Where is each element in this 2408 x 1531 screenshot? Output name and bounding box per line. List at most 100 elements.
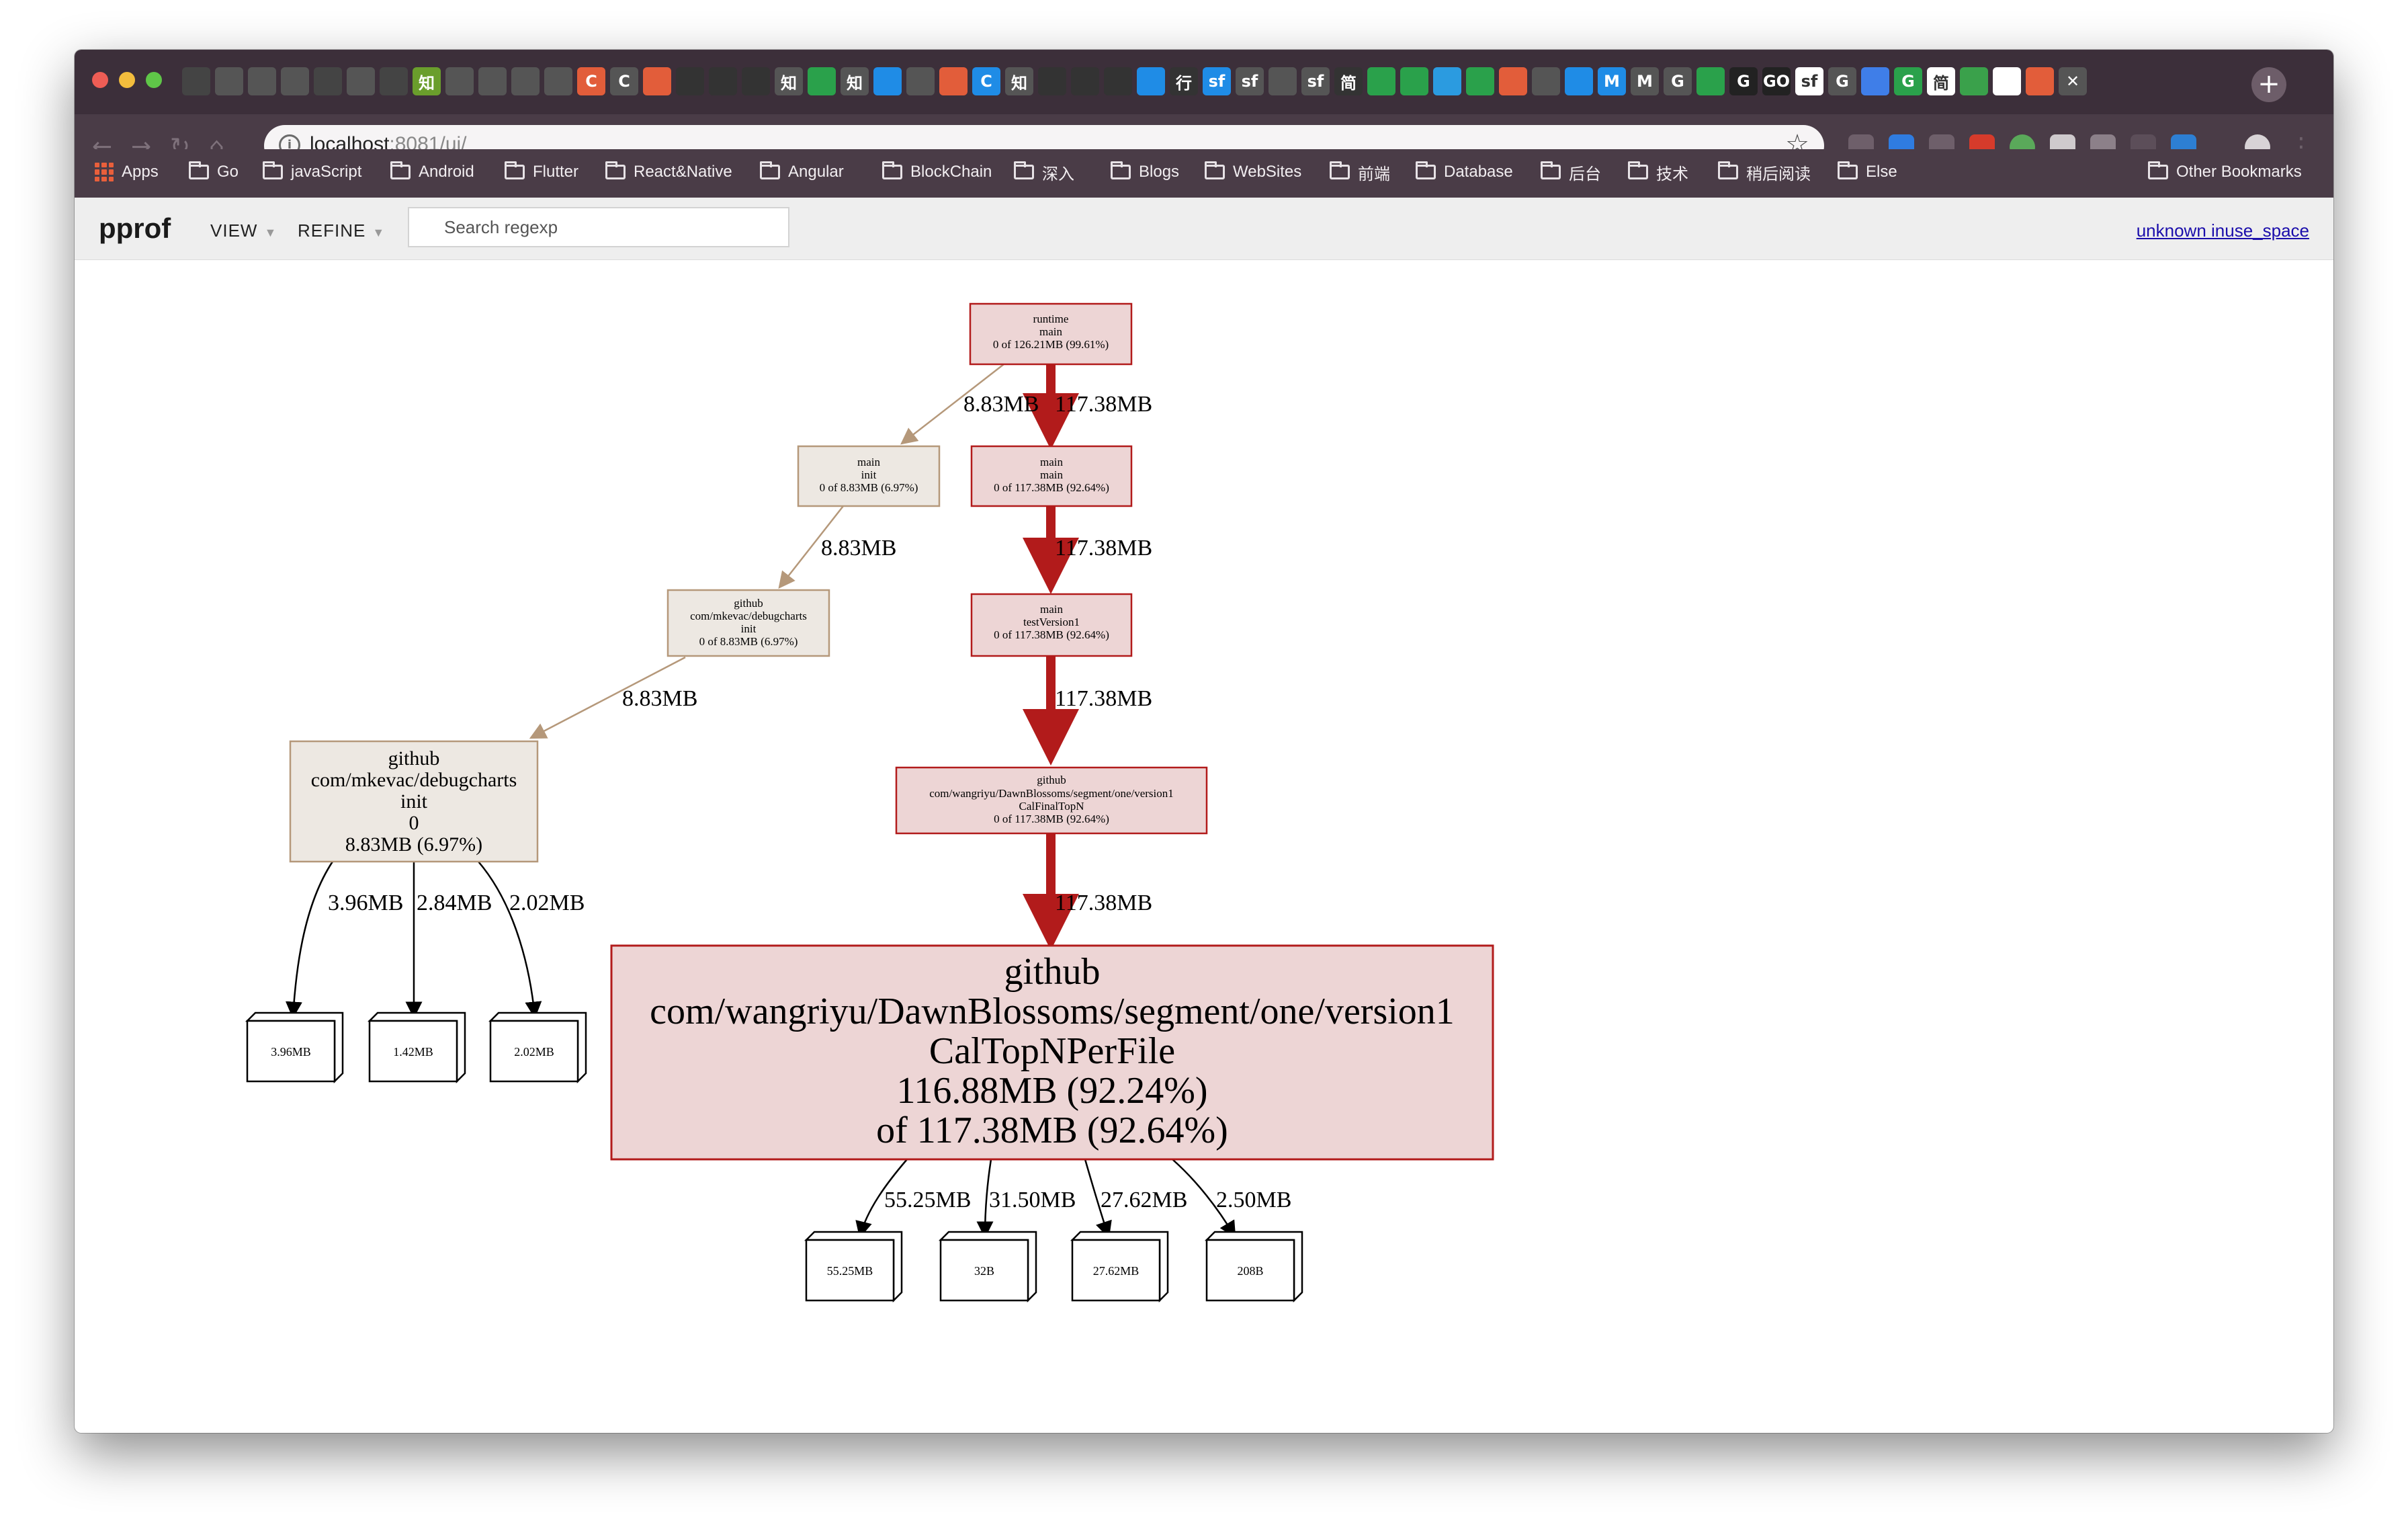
node-main-init[interactable]: main init 0 of 8.83MB (6.97%) bbox=[797, 445, 941, 507]
tab-favicon[interactable]: sf bbox=[1795, 67, 1823, 95]
bookmark-folder[interactable]: 技术 bbox=[1628, 159, 1688, 185]
tab-favicon[interactable] bbox=[347, 67, 375, 95]
tab-favicon[interactable] bbox=[380, 67, 408, 95]
bookmark-folder[interactable]: 前端 bbox=[1330, 159, 1390, 185]
new-tab-button[interactable]: + bbox=[2251, 67, 2286, 102]
tab-favicon[interactable]: sf bbox=[1236, 67, 1264, 95]
tab-favicon[interactable]: 知 bbox=[841, 67, 869, 95]
tab-favicon[interactable]: 简 bbox=[1334, 67, 1363, 95]
tab-favicon[interactable] bbox=[643, 67, 671, 95]
tab-favicon[interactable]: G bbox=[1664, 67, 1692, 95]
tab-favicon[interactable] bbox=[742, 67, 770, 95]
sample-type-link[interactable]: unknown inuse_space bbox=[2136, 220, 2309, 241]
search-input[interactable]: Search regexp bbox=[408, 207, 789, 247]
tab-favicon[interactable] bbox=[511, 67, 540, 95]
tab-favicon[interactable] bbox=[478, 67, 507, 95]
bookmark-apps[interactable]: Apps bbox=[95, 159, 159, 185]
tab-favicon[interactable] bbox=[445, 67, 474, 95]
bookmark-folder[interactable]: Angular bbox=[760, 159, 844, 185]
leaf-node[interactable]: 2.02MB bbox=[488, 1011, 587, 1084]
tab-favicon[interactable] bbox=[1696, 67, 1725, 95]
tab-favicon[interactable]: sf bbox=[1301, 67, 1330, 95]
leaf-node[interactable]: 1.42MB bbox=[367, 1011, 466, 1084]
tab-favicon[interactable]: 知 bbox=[775, 67, 803, 95]
tab-favicon[interactable] bbox=[248, 67, 276, 95]
tab-favicon[interactable] bbox=[1993, 67, 2021, 95]
tab-favicon[interactable]: C bbox=[577, 67, 605, 95]
leaf-node[interactable]: 3.96MB bbox=[245, 1011, 344, 1084]
node-debugcharts-init[interactable]: github com/mkevac/debugcharts init 0 8.8… bbox=[289, 740, 539, 863]
node-cal-final-topn[interactable]: github com/wangriyu/DawnBlossoms/segment… bbox=[895, 766, 1208, 835]
node-runtime-main[interactable]: runtime main 0 of 126.21MB (99.61%) bbox=[969, 302, 1133, 366]
bookmark-folder[interactable]: Else bbox=[1838, 159, 1897, 185]
edge-arrow[interactable] bbox=[900, 364, 1004, 445]
tab-favicon[interactable] bbox=[314, 67, 342, 95]
tab-favicon[interactable]: M bbox=[1631, 67, 1659, 95]
bookmark-folder[interactable]: 后台 bbox=[1541, 159, 1601, 185]
edge-arrow[interactable] bbox=[778, 505, 844, 589]
tab-favicon[interactable] bbox=[1071, 67, 1099, 95]
node-cal-topn-per-file[interactable]: github com/wangriyu/DawnBlossoms/segment… bbox=[610, 944, 1494, 1161]
bookmark-folder[interactable]: Database bbox=[1416, 159, 1513, 185]
edge-arrow[interactable] bbox=[1172, 1159, 1236, 1239]
tab-favicon[interactable]: 行 bbox=[1170, 67, 1198, 95]
tab-favicon[interactable] bbox=[709, 67, 737, 95]
node-debugcharts-init-small[interactable]: github com/mkevac/debugcharts init 0 of … bbox=[666, 589, 830, 657]
bookmark-folder[interactable]: Android bbox=[390, 159, 474, 185]
tab-favicon[interactable] bbox=[906, 67, 935, 95]
edge-arrow[interactable] bbox=[478, 861, 542, 1019]
refine-menu[interactable]: REFINE▼ bbox=[298, 220, 386, 241]
edge-arrow[interactable] bbox=[1084, 1159, 1112, 1239]
tab-favicon[interactable] bbox=[1960, 67, 1988, 95]
tab-favicon[interactable] bbox=[1565, 67, 1593, 95]
bookmark-folder[interactable]: WebSites bbox=[1205, 159, 1301, 185]
leaf-node[interactable]: 27.62MB bbox=[1070, 1231, 1169, 1303]
tab-favicon[interactable] bbox=[215, 67, 243, 95]
tab-favicon[interactable] bbox=[1433, 67, 1461, 95]
tab-favicon[interactable]: M bbox=[1598, 67, 1626, 95]
bookmark-other[interactable]: Other Bookmarks bbox=[2148, 159, 2302, 185]
tab-favicon[interactable]: C bbox=[972, 67, 1000, 95]
tab-favicon[interactable] bbox=[182, 67, 210, 95]
bookmark-folder[interactable]: Blogs bbox=[1111, 159, 1179, 185]
tab-favicon[interactable]: G bbox=[1729, 67, 1758, 95]
bookmark-folder[interactable]: javaScript bbox=[263, 159, 361, 185]
tab-favicon[interactable] bbox=[544, 67, 572, 95]
tab-favicon[interactable]: sf bbox=[1203, 67, 1231, 95]
tab-favicon[interactable]: 知 bbox=[413, 67, 441, 95]
tab-favicon[interactable] bbox=[1861, 67, 1889, 95]
minimize-window-button[interactable] bbox=[119, 72, 135, 88]
close-tab-icon[interactable]: ✕ bbox=[2059, 67, 2087, 95]
bookmark-folder[interactable]: 深入 bbox=[1014, 159, 1074, 185]
bookmark-folder[interactable]: React&Native bbox=[605, 159, 732, 185]
bookmark-folder[interactable]: 稍后阅读 bbox=[1718, 159, 1811, 185]
tab-favicon[interactable] bbox=[1104, 67, 1132, 95]
leaf-node[interactable]: 32B bbox=[938, 1231, 1037, 1303]
tab-favicon[interactable]: G bbox=[1828, 67, 1856, 95]
tab-favicon[interactable]: G bbox=[1894, 67, 1922, 95]
tab-favicon[interactable] bbox=[1038, 67, 1066, 95]
node-main-main[interactable]: main main 0 of 117.38MB (92.64%) bbox=[970, 445, 1133, 507]
tab-favicon[interactable] bbox=[1499, 67, 1527, 95]
tab-favicon[interactable] bbox=[2026, 67, 2054, 95]
bookmark-folder[interactable]: Flutter bbox=[505, 159, 578, 185]
tab-favicon[interactable]: 简 bbox=[1927, 67, 1955, 95]
node-test-version1[interactable]: main testVersion1 0 of 117.38MB (92.64%) bbox=[970, 593, 1133, 657]
tab-favicon[interactable] bbox=[1532, 67, 1560, 95]
edge-arrow[interactable] bbox=[529, 656, 686, 739]
bookmark-folder[interactable]: Go bbox=[189, 159, 239, 185]
edge-arrow[interactable] bbox=[285, 861, 334, 1019]
tab-favicon[interactable] bbox=[1367, 67, 1395, 95]
view-menu[interactable]: VIEW▼ bbox=[210, 220, 277, 241]
tab-favicon[interactable] bbox=[939, 67, 968, 95]
edge-arrow[interactable] bbox=[976, 1159, 994, 1239]
tab-favicon[interactable] bbox=[1400, 67, 1428, 95]
leaf-node[interactable]: 208B bbox=[1204, 1231, 1303, 1303]
tab-favicon[interactable]: 知 bbox=[1005, 67, 1033, 95]
tab-favicon[interactable] bbox=[808, 67, 836, 95]
zoom-window-button[interactable] bbox=[146, 72, 162, 88]
tab-favicon[interactable] bbox=[676, 67, 704, 95]
tab-favicon[interactable]: C bbox=[610, 67, 638, 95]
tab-favicon[interactable]: GO bbox=[1762, 67, 1791, 95]
bookmark-folder[interactable]: BlockChain bbox=[882, 159, 992, 185]
